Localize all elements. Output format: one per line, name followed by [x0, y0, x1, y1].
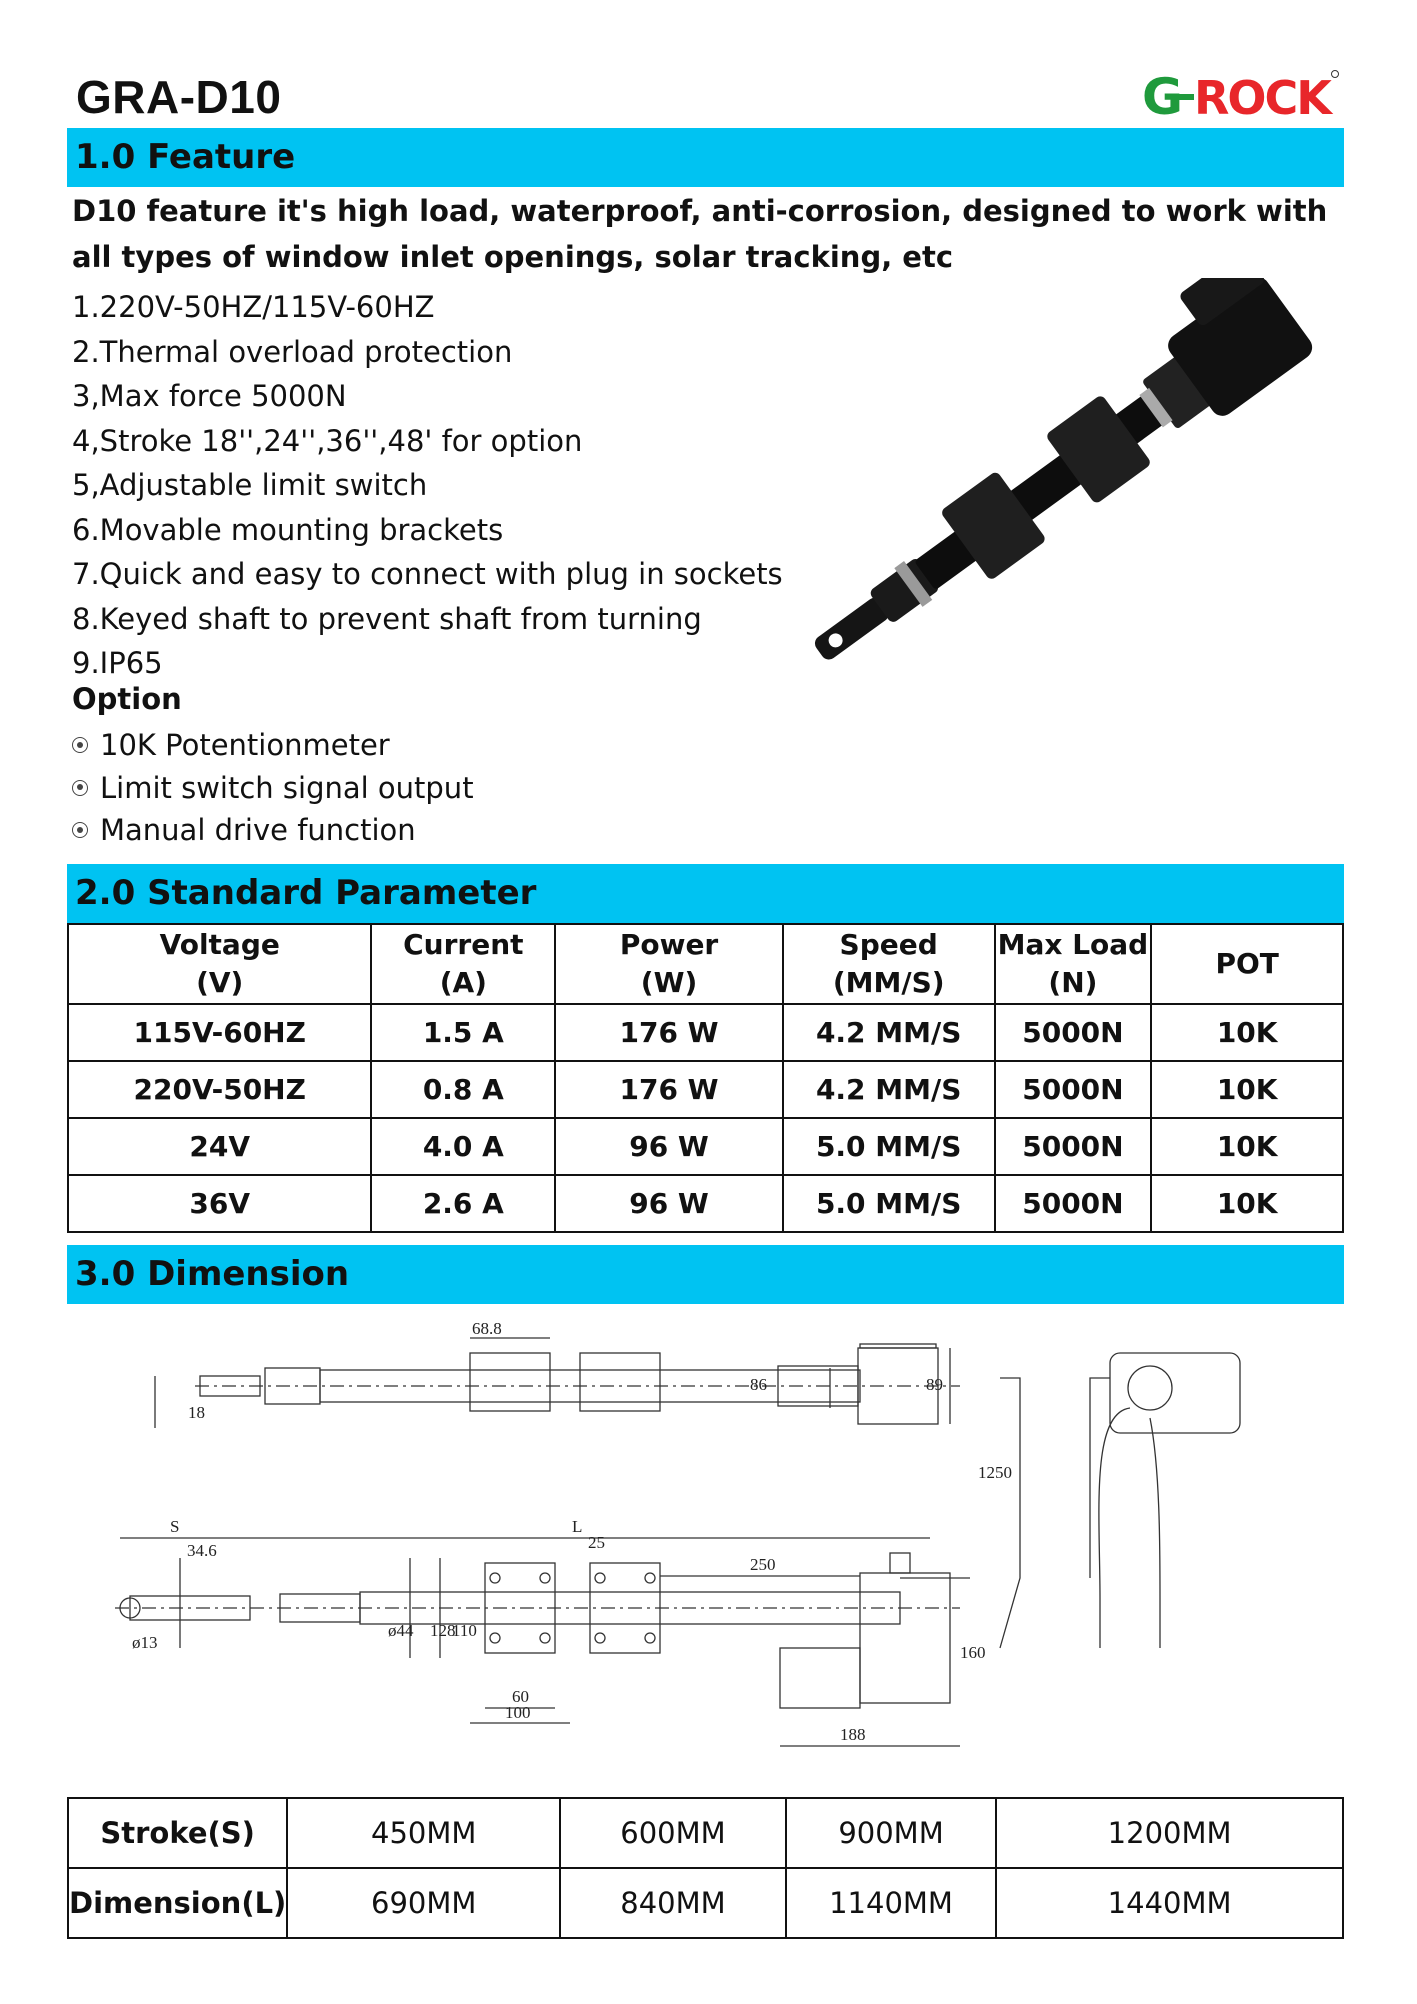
dim-label: 86	[750, 1375, 767, 1394]
column-header: Voltage(V)	[66, 923, 373, 1005]
feature-item: 5,Adjustable limit switch	[72, 468, 428, 502]
table-cell: 220V-50HZ	[66, 1060, 373, 1119]
table-cell: 900MM	[784, 1797, 998, 1869]
brand-logo: G ROCK	[1140, 66, 1340, 126]
feature-item: 2.Thermal overload protection	[72, 334, 513, 369]
dim-label: 34.6	[187, 1541, 217, 1560]
table-row: 24V 4.0 A 96 W 5.0 MM/S 5000N 10K	[66, 1117, 1344, 1176]
option-item: 10K Potentionmeter	[72, 724, 474, 767]
option-title: Option	[72, 682, 182, 716]
table-cell: 840MM	[559, 1867, 787, 1939]
dimension-drawing: 68.8 86 89 18 1250 S L 25 34.6 250 ø44 1…	[100, 1318, 1300, 1762]
dim-label: 1250	[978, 1463, 1012, 1482]
section-parameter-heading: 2.0 Standard Parameter	[67, 864, 1344, 923]
table-row: 115V-60HZ 1.5 A 176 W 4.2 MM/S 5000N 10K	[66, 1003, 1344, 1062]
feature-item: 3,Max force 5000N	[72, 379, 347, 413]
dim-label: 110	[452, 1621, 477, 1640]
table-cell: 10K	[1150, 1003, 1344, 1062]
dim-label: L	[572, 1517, 582, 1536]
feature-item: 7.Quick and easy to connect with plug in…	[72, 557, 783, 591]
table-cell: 115V-60HZ	[66, 1003, 373, 1062]
table-cell: 0.8 A	[370, 1060, 557, 1119]
table-row: 36V 2.6 A 96 W 5.0 MM/S 5000N 10K	[66, 1174, 1344, 1233]
feature-item: 4,Stroke 18'',24'',36'',48' for option	[72, 423, 583, 458]
row-header: Dimension(L)	[66, 1867, 289, 1939]
table-cell: 176 W	[554, 1003, 784, 1062]
table-cell: 36V	[66, 1174, 373, 1233]
page-title: GRA-D10	[76, 71, 282, 123]
table-cell: 5000N	[993, 1117, 1153, 1176]
table-row: Dimension(L) 690MM 840MM 1140MM 1440MM	[66, 1867, 1344, 1939]
column-header: Max Load(N)	[993, 923, 1153, 1005]
table-row: 220V-50HZ 0.8 A 176 W 4.2 MM/S 5000N 10K	[66, 1060, 1344, 1119]
feature-item: 6.Movable mounting brackets	[72, 512, 504, 547]
dim-label: 250	[750, 1555, 776, 1574]
option-item: Limit switch signal output	[72, 767, 474, 810]
table-cell: 1140MM	[784, 1867, 998, 1939]
option-list: 10K Potentionmeter Limit switch signal o…	[72, 724, 474, 852]
table-cell: 96 W	[554, 1174, 784, 1233]
table-header-row: Voltage(V) Current(A) Power(W) Speed(MM/…	[66, 923, 1344, 1005]
dim-label: 60	[512, 1687, 529, 1706]
dim-label: 89	[926, 1375, 943, 1394]
svg-text:G: G	[1142, 68, 1183, 126]
table-cell: 10K	[1150, 1117, 1344, 1176]
row-header: Stroke(S)	[66, 1797, 289, 1869]
table-cell: 96 W	[554, 1117, 784, 1176]
table-cell: 4.2 MM/S	[781, 1003, 996, 1062]
parameter-table: Voltage(V) Current(A) Power(W) Speed(MM/…	[66, 923, 1344, 1233]
table-cell: 1.5 A	[370, 1003, 557, 1062]
table-cell: 24V	[66, 1117, 373, 1176]
feature-item: 1.220V-50HZ/115V-60HZ	[72, 290, 435, 324]
feature-item: 8.Keyed shaft to prevent shaft from turn…	[72, 601, 702, 636]
feature-item: 9.IP65	[72, 646, 163, 680]
table-cell: 4.0 A	[370, 1117, 557, 1176]
feature-list: 1.220V-50HZ/115V-60HZ 2.Thermal overload…	[72, 285, 783, 686]
bullet-icon	[72, 737, 88, 753]
dim-label: 128	[430, 1621, 456, 1640]
table-cell: 10K	[1150, 1174, 1344, 1233]
dim-label: ø44	[388, 1621, 414, 1640]
bullet-icon	[72, 779, 88, 796]
dim-label: 18	[188, 1403, 205, 1422]
stroke-table: Stroke(S) 450MM 600MM 900MM 1200MM Dimen…	[66, 1797, 1344, 1939]
table-cell: 5.0 MM/S	[781, 1174, 996, 1233]
dim-label: 160	[960, 1643, 986, 1662]
table-cell: 176 W	[554, 1060, 784, 1119]
column-header: Power(W)	[554, 923, 784, 1005]
feature-intro: D10 feature it's high load, waterproof, …	[72, 194, 1328, 274]
table-cell: 1200MM	[995, 1797, 1344, 1869]
table-cell: 10K	[1150, 1060, 1344, 1119]
dim-label: S	[170, 1517, 179, 1536]
table-cell: 4.2 MM/S	[781, 1060, 996, 1119]
svg-text:ROCK: ROCK	[1194, 71, 1334, 125]
table-cell: 5.0 MM/S	[781, 1117, 996, 1176]
dim-label: 68.8	[472, 1319, 502, 1338]
dim-label: 188	[840, 1725, 866, 1744]
table-row: Stroke(S) 450MM 600MM 900MM 1200MM	[66, 1797, 1344, 1869]
section-dimension-heading: 3.0 Dimension	[67, 1245, 1344, 1304]
table-cell: 5000N	[993, 1003, 1153, 1062]
option-item: Manual drive function	[72, 809, 474, 852]
table-cell: 690MM	[286, 1867, 562, 1939]
column-header: Speed(MM/S)	[781, 923, 996, 1005]
column-header: POT	[1150, 923, 1344, 1005]
table-cell: 5000N	[993, 1060, 1153, 1119]
section-feature-heading: 1.0 Feature	[67, 128, 1344, 187]
table-cell: 1440MM	[995, 1867, 1344, 1939]
bullet-icon	[72, 822, 88, 838]
table-cell: 5000N	[993, 1174, 1153, 1233]
table-cell: 600MM	[559, 1797, 787, 1869]
table-cell: 2.6 A	[370, 1174, 557, 1233]
column-header: Current(A)	[370, 923, 557, 1005]
dim-label: 100	[505, 1703, 531, 1722]
product-image	[750, 250, 1320, 722]
dim-label: 25	[588, 1533, 605, 1552]
table-cell: 450MM	[286, 1797, 562, 1869]
dim-label: ø13	[132, 1633, 158, 1652]
